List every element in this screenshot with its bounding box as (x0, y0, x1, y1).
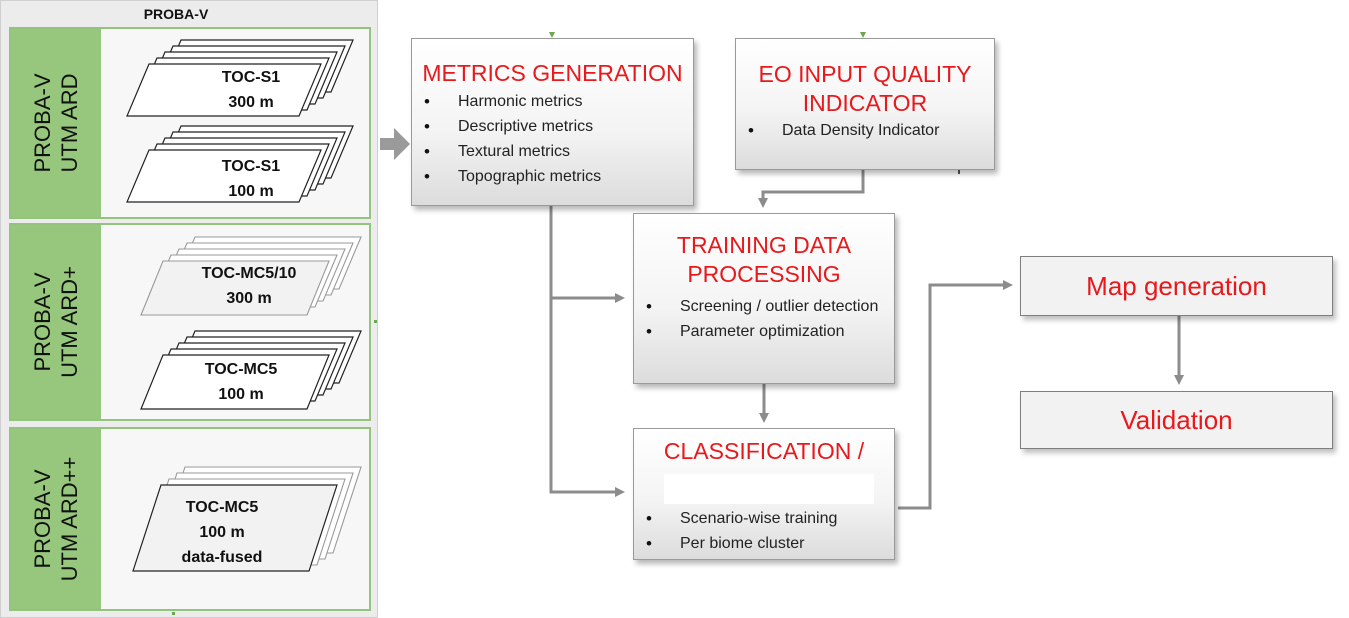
connector-lines (549, 170, 1184, 510)
tile-line: 100 m (218, 386, 264, 403)
tile-line: TOC-MC5 (204, 361, 278, 378)
box-list: Harmonic metrics Descriptive metrics Tex… (424, 89, 693, 189)
tile-line: 300 m (226, 290, 272, 307)
box-title: METRICS GENERATION (412, 59, 693, 88)
list-item: Parameter optimization (646, 319, 890, 344)
box-title-line: INDICATOR (802, 90, 928, 116)
group-utm-ard-plus: PROBA-V UTM ARD+ TOC-MC5/10 300 m (9, 223, 371, 421)
connector-metrics-to-training (549, 206, 625, 303)
tile-stack (126, 125, 354, 203)
list-item: Descriptive metrics (424, 114, 693, 139)
classification-box: CLASSIFICATION / Scenario-wise training … (633, 428, 895, 560)
box-title: EO INPUT QUALITY INDICATOR (736, 60, 994, 118)
map-generation-label: Map generation (1086, 271, 1267, 301)
front-sheet (132, 484, 338, 572)
list-item: Per biome cluster (646, 531, 894, 556)
tile-label: TOC-MC5 100 m (191, 357, 291, 407)
tile-label: TOC-MC5 100 m data-fused (167, 495, 277, 570)
front-sheet (140, 260, 330, 316)
list-item: Harmonic metrics (424, 89, 693, 114)
tile-line: data-fused (181, 549, 263, 566)
list-item: Scenario-wise training (646, 506, 894, 531)
tile-label: TOC-S1 300 m (201, 65, 301, 115)
tile-line: 100 m (199, 524, 245, 541)
tile-line: TOC-MC5 (185, 499, 259, 516)
box-title-line: EO INPUT QUALITY (758, 61, 972, 87)
tile-line: TOC-MC5/10 (201, 265, 297, 282)
tile-line: TOC-S1 (221, 158, 281, 175)
validation-box: Validation (1020, 391, 1333, 449)
tile-line: TOC-S1 (221, 69, 281, 86)
box-title-line: METRICS GENERATION (422, 60, 683, 86)
map-generation-box: Map generation (1020, 256, 1333, 316)
blank-band (664, 474, 874, 504)
list-item: Textural metrics (424, 139, 693, 164)
tile-stack (140, 330, 362, 410)
box-list: Scenario-wise training Per biome cluster (646, 506, 894, 556)
small-marker (958, 170, 960, 174)
tile-stack (140, 236, 362, 316)
group-side-bar: PROBA-V UTM ARD+ (11, 225, 101, 419)
list-item: Screening / outlier detection (646, 294, 890, 319)
training-data-box: TRAINING DATA PROCESSING Screening / out… (633, 213, 895, 384)
tile-label: TOC-S1 100 m (201, 154, 301, 204)
stack-sheets (126, 39, 354, 117)
stack-sheets (126, 125, 354, 203)
group-side-bar: PROBA-V UTM ARD (11, 29, 101, 217)
tile-line: 300 m (228, 94, 274, 111)
panel-title: PROBA-V (143, 6, 209, 22)
tile-label: TOC-MC5/10 300 m (187, 261, 311, 311)
stack-sheets (140, 330, 362, 410)
tile-stack (132, 466, 362, 572)
box-list: Data Density Indicator (748, 118, 994, 143)
tile-stack (126, 39, 354, 117)
group-utm-ard-plus-plus: PROBA-V UTM ARD++ TOC-MC5 100 m data-fus… (9, 427, 371, 611)
box-title-line: CLASSIFICATION / (663, 438, 865, 464)
connector-metrics-to-classification (549, 298, 625, 497)
validation-label: Validation (1120, 405, 1233, 435)
group-side-bar: PROBA-V UTM ARD++ (11, 429, 101, 609)
tile-line: 100 m (228, 183, 274, 200)
connector-classification-to-map (898, 280, 1013, 510)
eo-input-quality-box: EO INPUT QUALITY INDICATOR Data Density … (735, 38, 995, 170)
small-marker (172, 612, 175, 615)
input-arrow (380, 128, 410, 160)
box-list: Screening / outlier detection Parameter … (646, 294, 890, 344)
group-utm-ard: PROBA-V UTM ARD TOC-S1 300 m (9, 27, 371, 219)
top-tick (860, 32, 866, 38)
connector-eo-to-training (758, 170, 865, 208)
metrics-generation-box: METRICS GENERATION Harmonic metrics Desc… (411, 38, 694, 206)
box-title-line: PROCESSING (687, 261, 841, 287)
small-marker (374, 320, 377, 323)
box-title: TRAINING DATA PROCESSING (634, 231, 894, 289)
top-tick (549, 32, 555, 38)
box-title-line: TRAINING DATA (676, 232, 852, 258)
box-title: CLASSIFICATION / (634, 437, 894, 466)
list-item: Data Density Indicator (748, 118, 994, 143)
list-item: Topographic metrics (424, 164, 693, 189)
input-data-panel: PROBA-V PROBA-V UTM ARD TOC-S1 300 m (0, 0, 378, 618)
